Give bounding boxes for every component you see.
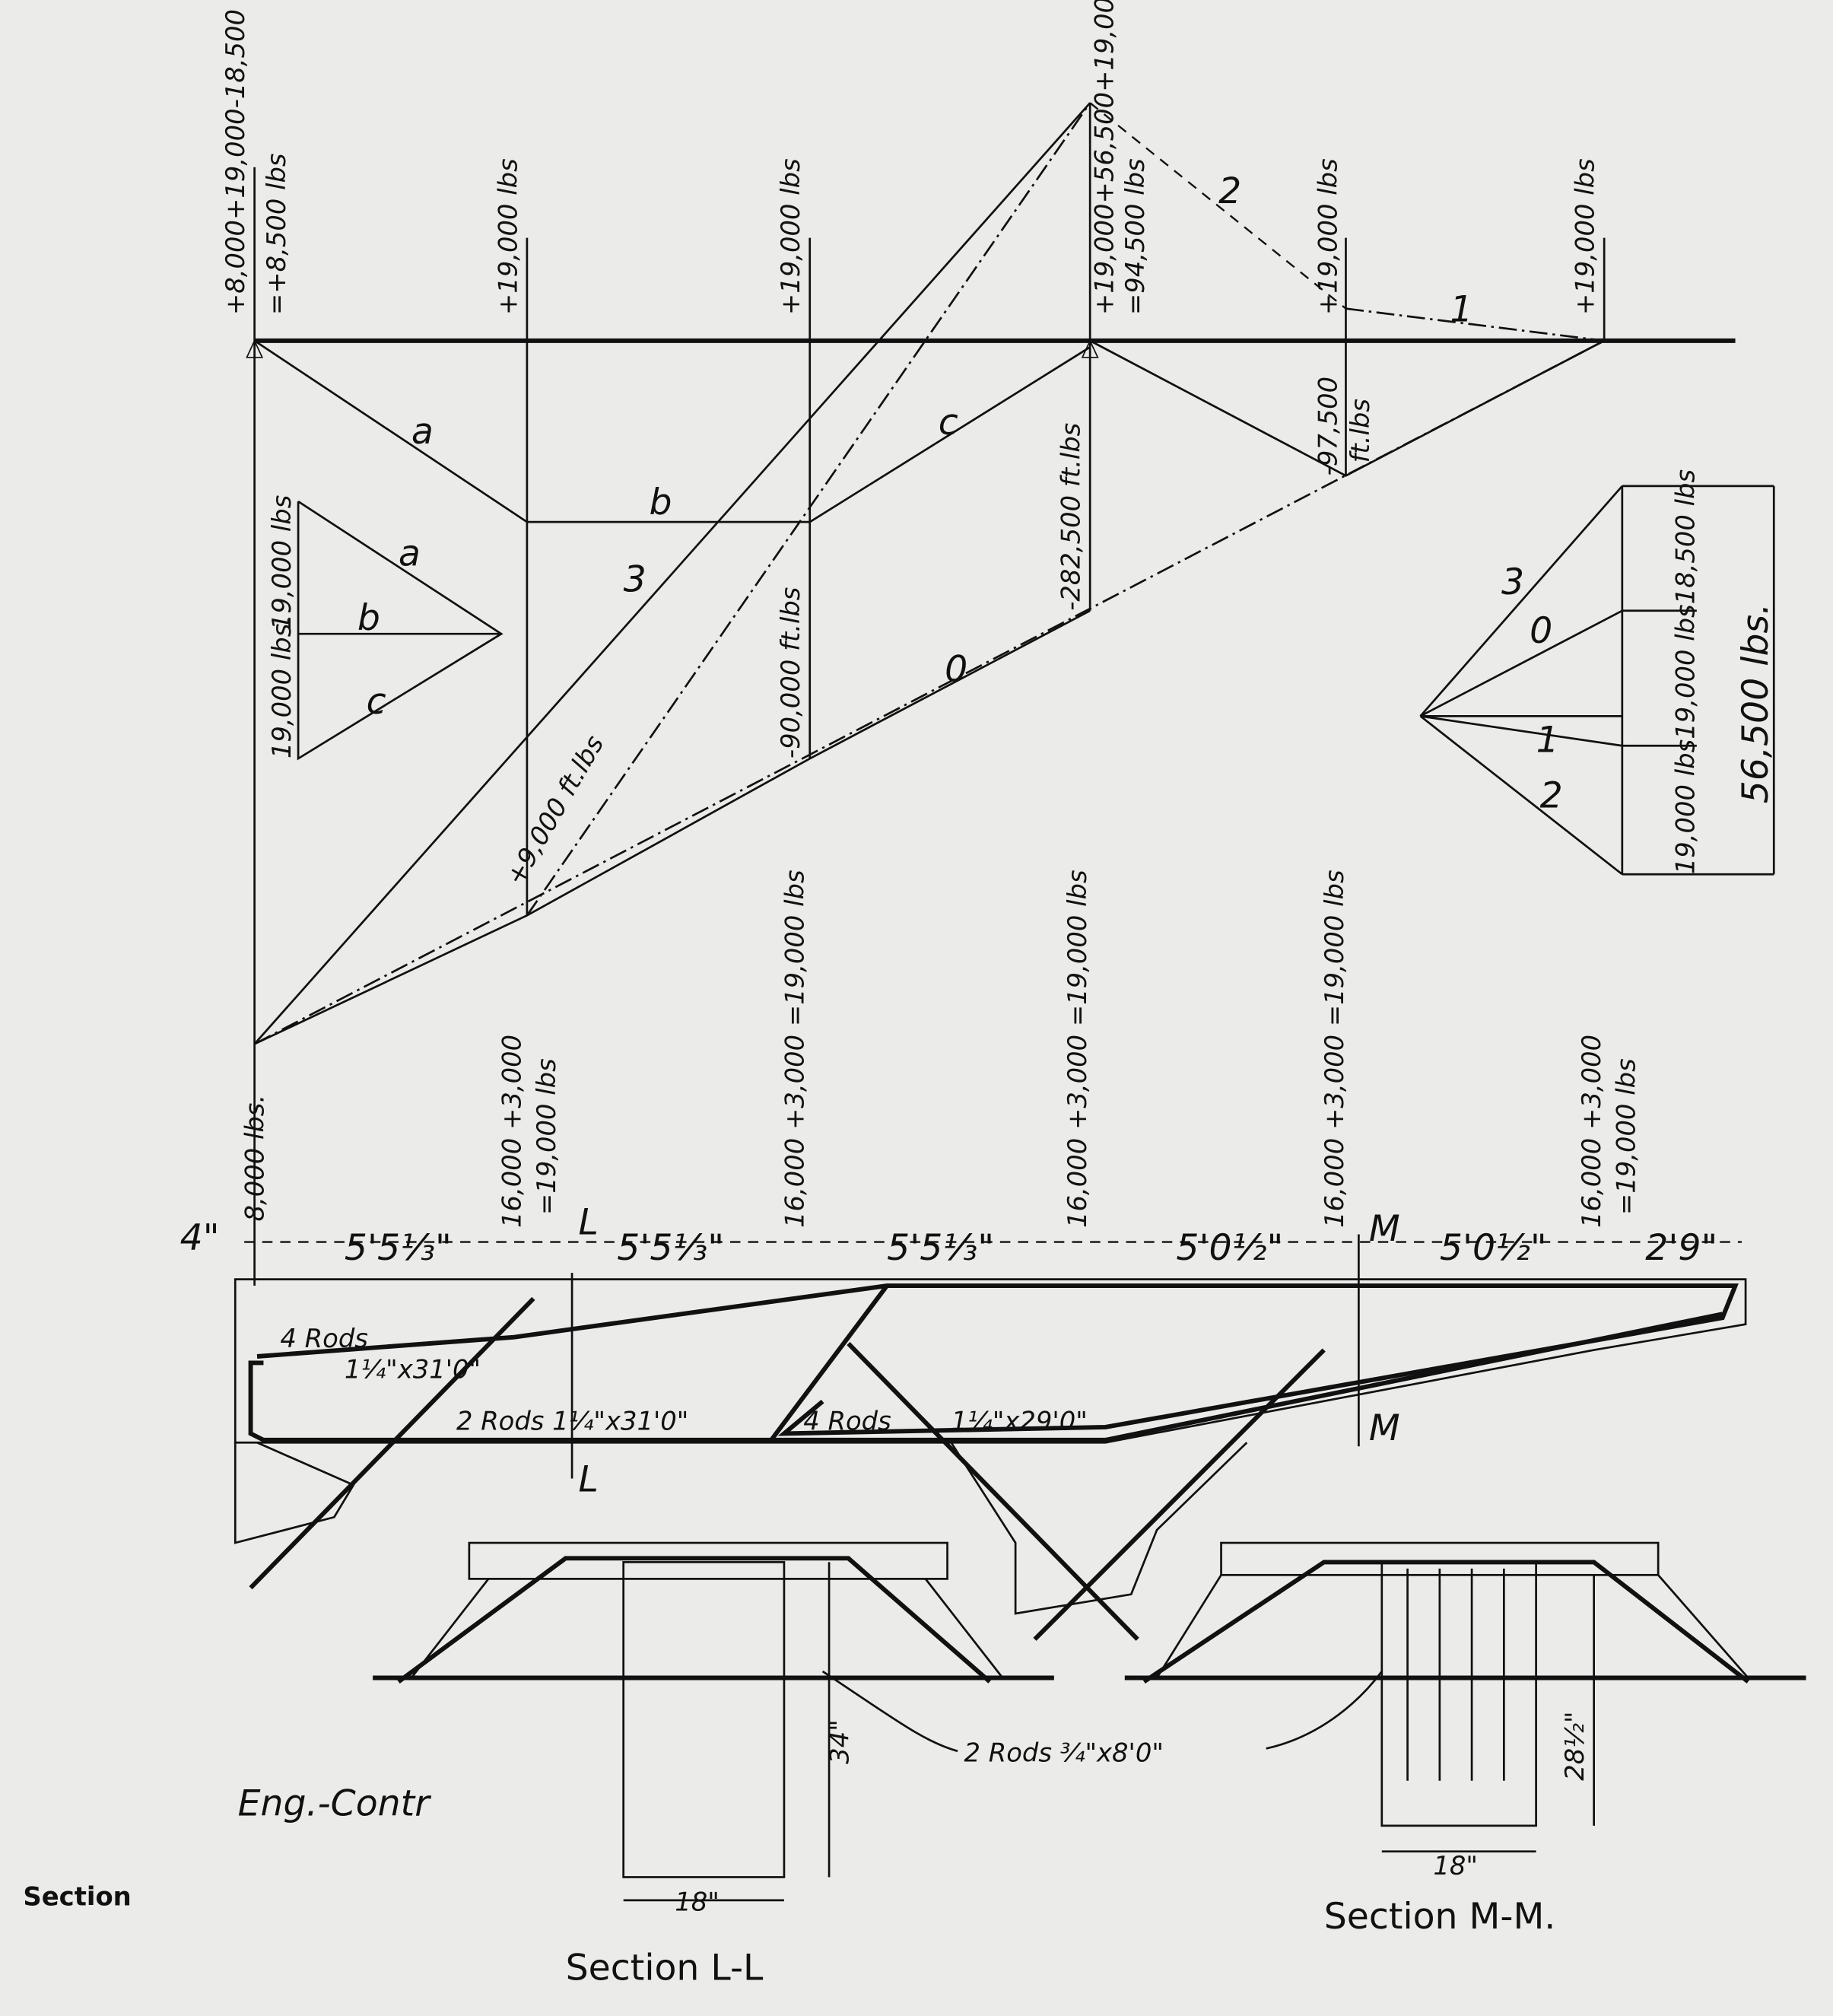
- load-label: +19,000+56,500+19,000: [1090, 0, 1120, 315]
- svg-text:18": 18": [1433, 1851, 1478, 1881]
- load-label: 16,000 +3,000 =19,000 lbs: [1063, 870, 1092, 1228]
- rod-label: 2 Rods ¾"x8'0": [964, 1738, 1164, 1767]
- svg-text:M: M: [1369, 1407, 1400, 1449]
- dimension-label: 4": [180, 1217, 220, 1259]
- moment-label: ft.lbs: [1345, 399, 1375, 463]
- svg-text:Section M-M.: Section M-M.: [1324, 1896, 1556, 1938]
- svg-text:19,000 lbs.: 19,000 lbs.: [267, 615, 297, 758]
- line-label: 1: [1450, 289, 1472, 331]
- load-label: 16,000 +3,000 =19,000 lbs: [780, 870, 809, 1228]
- section-mm: 28½" 18" Section M-M.: [1124, 1541, 1806, 1938]
- svg-text:b: b: [357, 597, 380, 639]
- line-label: 2: [1218, 170, 1241, 212]
- svg-text:3: 3: [1501, 561, 1524, 603]
- dimension-label: 5'5⅓": [887, 1227, 994, 1269]
- svg-text:c: c: [367, 681, 386, 723]
- load-label: 16,000 +3,000: [1577, 1035, 1606, 1228]
- dimension-label: 2'9": [1645, 1227, 1717, 1269]
- line-label: a: [411, 411, 434, 453]
- moment-label: -282,500 ft.lbs: [1056, 423, 1086, 611]
- line-label: 3: [624, 558, 646, 600]
- load-label: =19,000 lbs: [532, 1058, 561, 1215]
- moment-label: -90,000 ft.lbs: [776, 587, 805, 759]
- line-label: 0: [945, 649, 967, 691]
- force-polygon: 3 0 1 2 18,500 lbs 19,000 lbs 19,000 lbs…: [1419, 469, 1777, 876]
- load-label: =19,000 lbs: [1612, 1058, 1641, 1215]
- force-triangle: 19,000 lbs 19,000 lbs. a b c: [267, 495, 504, 761]
- dimension-label: 5'0½": [1176, 1227, 1283, 1269]
- load-arrows: [253, 103, 1606, 341]
- caption: Section: [23, 1882, 131, 1912]
- svg-text:18,500 lbs: 18,500 lbs: [1670, 469, 1700, 604]
- svg-text:1¼"x31'0": 1¼"x31'0": [345, 1355, 481, 1385]
- closing-line: [254, 339, 1605, 1045]
- credit: Eng.-Contr: [238, 1782, 432, 1824]
- load-label: =94,500 lbs: [1120, 158, 1150, 315]
- svg-text:L: L: [579, 1458, 599, 1500]
- load-label: +19,000 lbs: [776, 158, 805, 315]
- svg-text:18": 18": [675, 1887, 720, 1916]
- load-label: 16,000 +3,000: [497, 1035, 526, 1228]
- moment-label: -97,500: [1314, 377, 1343, 475]
- load-label: 16,000 +3,000 =19,000 lbs: [1320, 870, 1349, 1228]
- svg-text:19,000 lbs: 19,000 lbs: [267, 495, 297, 630]
- svg-text:2: 2: [1540, 774, 1563, 816]
- line-label: b: [649, 482, 672, 523]
- svg-text:4 Rods: 4 Rods: [803, 1406, 891, 1436]
- svg-text:1¼"x29'0": 1¼"x29'0": [951, 1406, 1088, 1436]
- load-label: +19,000 lbs: [1314, 158, 1343, 315]
- section-ll: 34" 18" Section L-L: [373, 1541, 1054, 1989]
- beam-elevation: L L M M 4 Rods 1¼"x31'0" 2 Rods 1¼"x31'0…: [233, 1201, 1747, 1641]
- svg-text:56,500 lbs.: 56,500 lbs.: [1735, 603, 1777, 803]
- dimension-label: 5'0½": [1440, 1227, 1547, 1269]
- moment-label: +9,000 ft.lbs: [500, 730, 610, 890]
- svg-text:a: a: [399, 533, 421, 575]
- load-label: 8,000 lbs.: [240, 1095, 269, 1222]
- shear-polygon: [253, 339, 1091, 523]
- svg-text:19,000 lbs: 19,000 lbs: [1670, 604, 1700, 739]
- load-label: +19,000 lbs: [493, 158, 523, 315]
- svg-text:M: M: [1369, 1208, 1400, 1250]
- line-label: c: [939, 402, 958, 444]
- svg-text:19,000 lbs: 19,000 lbs: [1670, 739, 1700, 874]
- load-label: +8,000+19,000-18,500: [221, 9, 250, 315]
- svg-text:4 Rods: 4 Rods: [280, 1324, 367, 1353]
- dimension-label: 5'5⅓": [345, 1227, 452, 1269]
- load-label: =+8,500 lbs: [262, 153, 291, 315]
- svg-text:2 Rods 1¼"x31'0": 2 Rods 1¼"x31'0": [456, 1406, 688, 1436]
- svg-text:28½": 28½": [1560, 1711, 1590, 1780]
- svg-text:L: L: [579, 1201, 599, 1243]
- dimension-label: 5'5⅓": [617, 1227, 724, 1269]
- svg-text:Section L-L: Section L-L: [566, 1948, 764, 1989]
- svg-text:1: 1: [1536, 720, 1559, 762]
- svg-text:34": 34": [824, 1719, 854, 1764]
- svg-text:0: 0: [1530, 610, 1552, 652]
- load-label: +19,000 lbs: [1571, 158, 1600, 315]
